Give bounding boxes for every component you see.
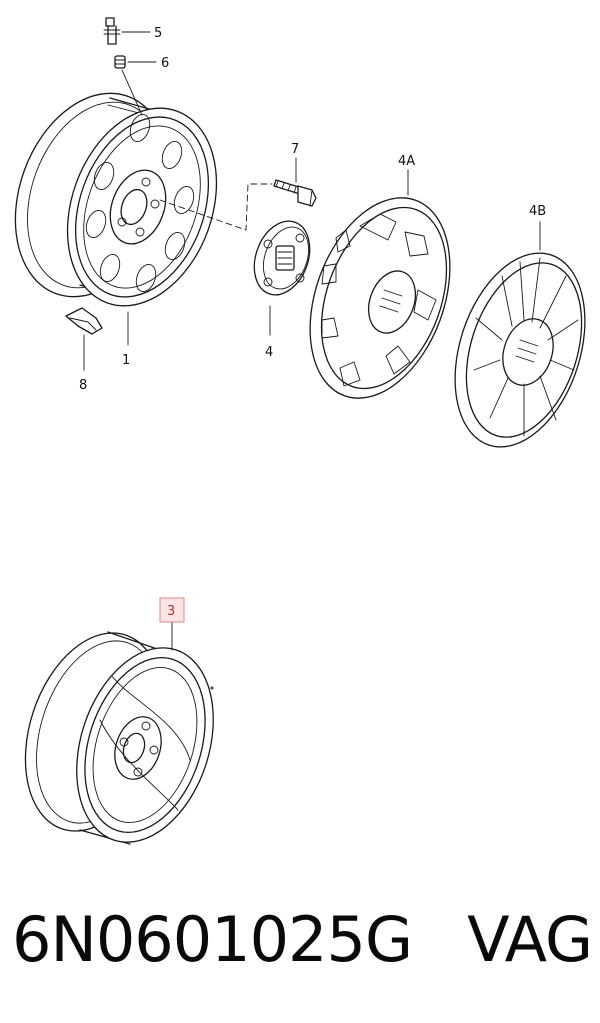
callout-1: 1 [122,353,130,368]
balance-weight-part-8 [65,307,103,335]
callout-4: 4 [265,345,273,360]
callout-6: 6 [161,56,169,71]
callout-3: 3 [167,604,175,619]
callout-7: 7 [291,142,299,157]
brand-label: VAG [467,903,593,976]
part-number: 6N0601025G [12,903,413,976]
valve-part-5 [103,17,121,45]
callout-3-highlight[interactable]: 3 [159,597,185,623]
wheel-bolt-part-7 [273,179,317,207]
hubcap-part-4a [309,197,451,399]
spare-wheel-part-3 [24,631,214,845]
hubcap-part-4b [454,252,586,448]
center-cap-part-4 [253,220,311,296]
valve-insert-part-6 [114,55,126,69]
callout-5: 5 [154,26,162,41]
part-number-caption: 6N0601025G VAG [12,900,593,980]
callout-8: 8 [79,378,87,393]
callout-4a: 4A [398,154,415,169]
steel-wheel-part-1 [14,92,218,307]
callout-4b: 4B [529,204,546,219]
